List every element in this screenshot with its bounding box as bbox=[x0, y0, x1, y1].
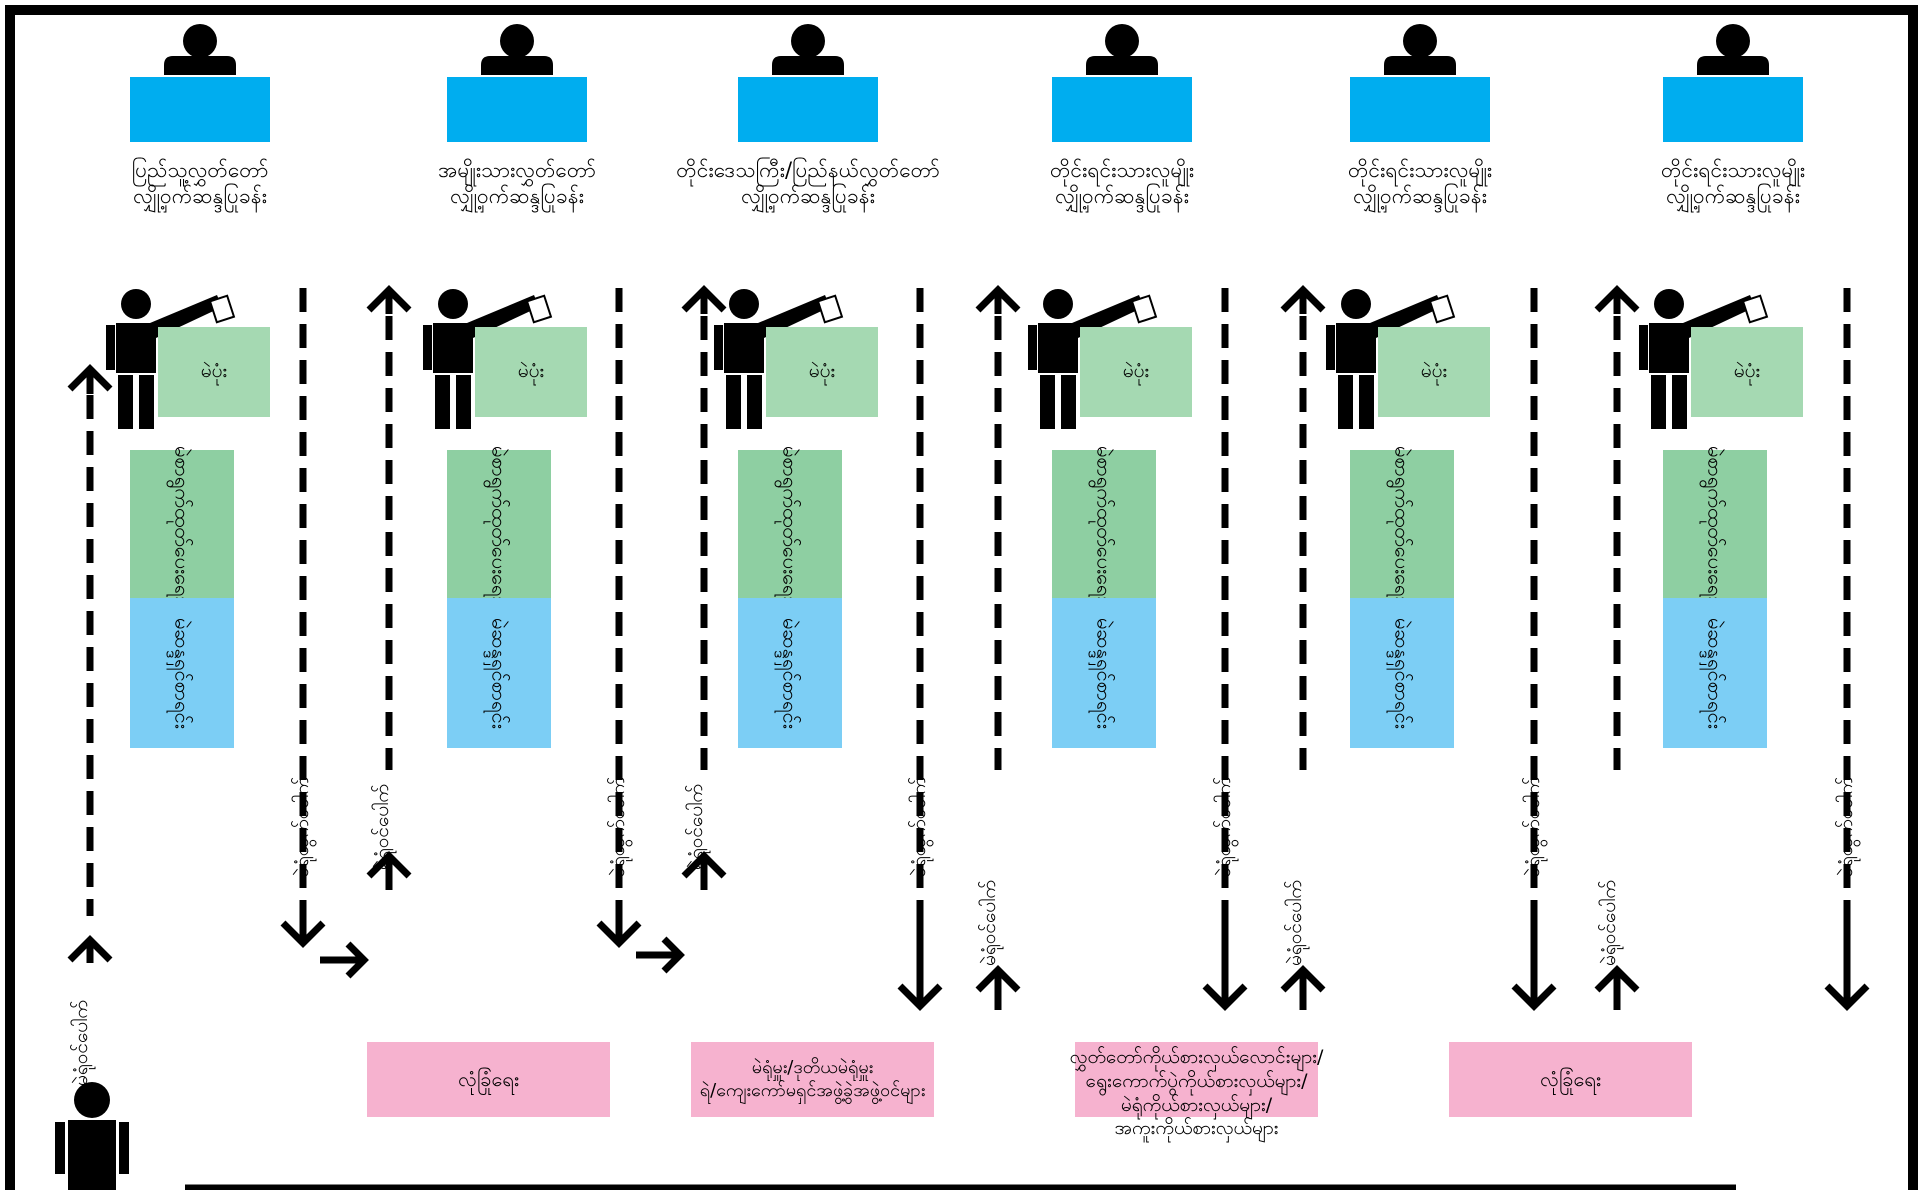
ballot-box: မဲပုံး bbox=[475, 327, 587, 417]
booth-desk bbox=[447, 77, 587, 142]
staff-area: မဲရုံမှူး/ဒုတိယမဲရုံမှူးရဲ/ကျေးကော်မရှင်… bbox=[691, 1042, 934, 1117]
booth-title-line: တိုင်းရင်းသားလူမျိုး bbox=[1660, 157, 1806, 182]
ballot-issue-desk: မဲစာရွက်ထုတ်ပေးရေး bbox=[1052, 446, 1156, 602]
exit-label: မဲရုံထွက်ပေါက် bbox=[1835, 776, 1858, 878]
exit-path bbox=[1824, 288, 1870, 1011]
exit-label: မဲရုံထွက်ပေါက် bbox=[908, 776, 931, 878]
booth-title: ပြည်သူ့လွှတ်တော်လျှို့ဝှက်ဆန္ဒပြုခန်း bbox=[75, 144, 325, 222]
staff-area-line: ရွေးကောက်ပွဲကိုယ်စားလှယ်များ/ bbox=[1085, 1069, 1308, 1092]
ballot-box: မဲပုံး bbox=[158, 327, 270, 417]
voter-standing-icon bbox=[55, 1082, 129, 1190]
staff-area: လွှတ်တော်ကိုယ်စားလှယ်လောင်းများ/ရွေးကောက… bbox=[1070, 1042, 1323, 1139]
ballot-box: မဲပုံး bbox=[1691, 327, 1803, 417]
staff-area-line: အကူးကိုယ်စားလှယ်များ bbox=[1114, 1117, 1279, 1140]
ballot-issue-desk: မဲစာရွက်ထုတ်ပေးရေး bbox=[738, 446, 842, 602]
booth-desk bbox=[130, 77, 270, 142]
ballot-box: မဲပုံး bbox=[1378, 327, 1490, 417]
ballot-issue-desk: မဲစာရွက်ထုတ်ပေးရေး bbox=[1350, 446, 1454, 602]
exit-path bbox=[1202, 288, 1248, 1011]
ballot-box: မဲပုံး bbox=[766, 327, 878, 417]
ballot-issue-desk: မဲစာရွက်ထုတ်ပေးရေး bbox=[1663, 446, 1767, 602]
entry-label: မဲရုံဝင်ပေါက် bbox=[1284, 880, 1307, 967]
staff-area-line: လွှတ်တော်ကိုယ်စားလှယ်လောင်းများ/ bbox=[1069, 1046, 1324, 1068]
booth-title: အမျိုးသားလွှတ်တော်လျှို့ဝှက်ဆန္ဒပြုခန်း bbox=[392, 144, 642, 222]
exit-path bbox=[897, 288, 943, 1011]
booth-desk bbox=[738, 77, 878, 142]
booth-title-line: လျှို့ဝှက်ဆန္ဒပြုခန်း bbox=[1055, 184, 1189, 208]
official-figure-icon bbox=[772, 24, 844, 75]
booth-title: တိုင်းရင်းသားလူမျိုးလျှို့ဝှက်ဆန္ဒပြုခန်… bbox=[1608, 144, 1858, 222]
official-figure-icon bbox=[1384, 24, 1456, 75]
ballot-issue-desk: မဲစာရွက်ထုတ်ပေးရေး bbox=[130, 446, 234, 602]
booth-desk bbox=[1663, 77, 1803, 142]
booth-title-line: လျှို့ဝှက်ဆန္ဒပြုခန်း bbox=[450, 184, 584, 208]
exit-label: မဲရုံထွက်ပေါက် bbox=[1213, 776, 1236, 878]
voter-list-desk: မဲဆန္ဒရှင်စာရင်း bbox=[738, 598, 842, 748]
transfer-arrow bbox=[636, 936, 685, 974]
booth-title-line: လျှို့ဝှက်ဆန္ဒပြုခန်း bbox=[133, 184, 267, 208]
booth-title: တိုင်းရင်းသားလူမျိုးလျှို့ဝှက်ဆန္ဒပြုခန်… bbox=[1295, 144, 1545, 222]
staff-area: လုံခြုံရေး bbox=[1449, 1042, 1692, 1117]
exit-label: မဲရုံထွက်ပေါက် bbox=[291, 776, 314, 878]
booth-title-line: တိုင်းဒေသကြီး/ပြည်နယ်လွှတ်တော် bbox=[676, 157, 940, 182]
official-figure-icon bbox=[481, 24, 553, 75]
official-figure-icon bbox=[164, 24, 236, 75]
ballot-issue-desk: မဲစာရွက်ထုတ်ပေးရေး bbox=[447, 446, 551, 602]
booth-desk bbox=[1052, 77, 1192, 142]
booth-title-line: လျှို့ဝှက်ဆန္ဒပြုခန်း bbox=[741, 184, 875, 208]
entry-label: မဲရုံဝင်ပေါက် bbox=[978, 880, 1001, 967]
staff-area-line: ရဲ/ကျေးကော်မရှင်အဖွဲ့ခွဲအဖွဲ့ဝင်များ bbox=[699, 1079, 926, 1101]
booth-title-line: လျှို့ဝှက်ဆန္ဒပြုခန်း bbox=[1666, 184, 1800, 208]
booth-title: တိုင်းဒေသကြီး/ပြည်နယ်လွှတ်တော်လျှို့ဝှက်… bbox=[676, 144, 939, 222]
staff-area: လုံခြုံရေး bbox=[367, 1042, 610, 1117]
booth-title-line: တိုင်းရင်းသားလူမျိုး bbox=[1049, 157, 1195, 182]
exit-label: မဲရုံထွက်ပေါက် bbox=[607, 776, 630, 878]
entry-label: မဲရုံဝင်ပေါက် bbox=[70, 1000, 93, 1087]
voter-list-desk: မဲဆန္ဒရှင်စာရင်း bbox=[1350, 598, 1454, 748]
booth-desk bbox=[1350, 77, 1490, 142]
booth-title-line: တိုင်းရင်းသားလူမျိုး bbox=[1347, 157, 1493, 182]
staff-area-line: မဲရုံကိုယ်စားလှယ်များ/ bbox=[1120, 1093, 1273, 1116]
official-figure-icon bbox=[1697, 24, 1769, 75]
exit-path bbox=[1511, 288, 1557, 1011]
ballot-box: မဲပုံး bbox=[1080, 327, 1192, 417]
booth-title-line: လျှို့ဝှက်ဆန္ဒပြုခန်း bbox=[1353, 184, 1487, 208]
official-figure-icon bbox=[1086, 24, 1158, 75]
booth-title: တိုင်းရင်းသားလူမျိုးလျှို့ဝှက်ဆန္ဒပြုခန်… bbox=[997, 144, 1247, 222]
voter-list-desk: မဲဆန္ဒရှင်စာရင်း bbox=[1052, 598, 1156, 748]
staff-area-line: လုံခြုံရေး bbox=[1540, 1067, 1601, 1091]
transfer-arrow bbox=[320, 941, 369, 979]
booth-title-line: အမျိုးသားလွှတ်တော် bbox=[438, 157, 596, 182]
exit-label: မဲရုံထွက်ပေါက် bbox=[1522, 776, 1545, 878]
booth-title-line: ပြည်သူ့လွှတ်တော် bbox=[131, 157, 269, 182]
entry-label: မဲရုံဝင်ပေါက် bbox=[1598, 880, 1621, 967]
voter-list-desk: မဲဆန္ဒရှင်စာရင်း bbox=[130, 598, 234, 748]
voter-list-desk: မဲဆန္ဒရှင်စာရင်း bbox=[1663, 598, 1767, 748]
staff-area-line: မဲရုံမှူး/ဒုတိယမဲရုံမှူး bbox=[751, 1057, 874, 1078]
entry-label: မဲရုံဝင်ပေါက် bbox=[685, 784, 708, 871]
entry-path bbox=[67, 364, 113, 963]
voter-list-desk: မဲဆန္ဒရှင်စာရင်း bbox=[447, 598, 551, 748]
entry-label: မဲရုံဝင်ပေါက် bbox=[371, 784, 394, 871]
staff-area-line: လုံခြုံရေး bbox=[458, 1067, 519, 1091]
